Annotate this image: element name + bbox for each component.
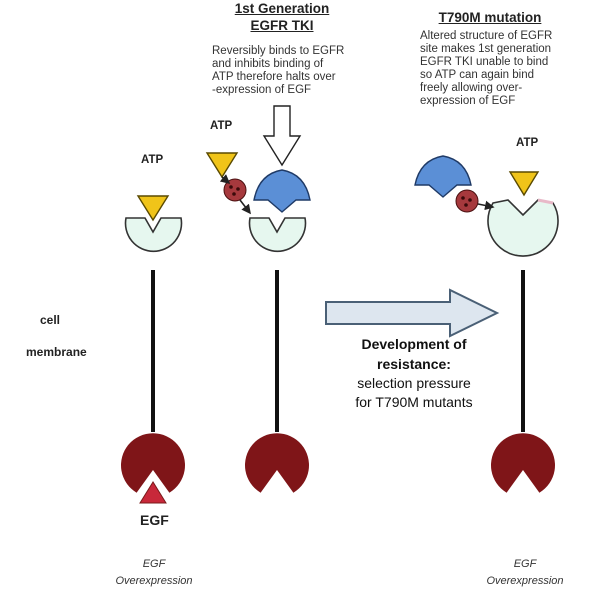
receptor-left (121, 217, 185, 504)
t790m-desc-line: site makes 1st generation (420, 43, 552, 55)
egf-ligand-label: EGF (140, 512, 169, 528)
receptor-middle-head (248, 217, 307, 252)
receptor-right-head (487, 199, 559, 257)
atp-triangle-left (136, 195, 170, 222)
first-gen-heading-line1: 1st Generation (234, 1, 330, 16)
atp-label-left: ATP (141, 154, 164, 166)
tki-hollow-down-arrow (262, 105, 302, 167)
overexpression-left: EGF Overexpression (108, 556, 200, 590)
arrow-molecule-to-mutant-receptor (477, 200, 495, 211)
overexpression-right: EGF Overexpression (479, 556, 571, 590)
arrow-atp-to-molecule (219, 174, 231, 185)
resistance-sub-line1: selection pressure (357, 375, 471, 391)
blocked-atp-molecule-middle (223, 178, 247, 202)
t790m-desc-line: freely allowing over- (420, 82, 523, 94)
overexpression-left-line2: Overexpression (115, 575, 193, 587)
overexpression-right-line2: Overexpression (486, 575, 564, 587)
resistance-caption: Development of resistance: selection pre… (324, 334, 504, 412)
receptor-left-base (121, 433, 185, 493)
tki-inhibitor-middle (253, 169, 311, 213)
t790m-heading: T790M mutation (438, 10, 542, 25)
mutation-site-marker (537, 198, 554, 205)
first-gen-desc-line: Reversibly binds to EGFR (212, 45, 345, 57)
receptor-middle (245, 217, 309, 493)
atp-triangle-right (508, 171, 540, 197)
first-gen-heading-line2: EGFR TKI (250, 18, 314, 33)
t790m-desc-line: Altered structure of EGFR (420, 30, 553, 42)
resistance-title-line1: Development of (361, 336, 467, 352)
first-gen-desc-line: -expression of EGF (212, 84, 312, 96)
t790m-desc-line: expression of EGF (420, 95, 516, 107)
receptor-middle-base (245, 433, 309, 493)
overexpression-left-line1: EGF (142, 558, 166, 570)
atp-label-middle: ATP (210, 120, 233, 132)
arrow-molecule-to-receptor (239, 199, 251, 215)
first-gen-description: Reversibly binds to EGFR and inhibits bi… (212, 45, 344, 97)
receptor-right (487, 198, 559, 493)
t790m-description: Altered structure of EGFR site makes 1st… (420, 30, 552, 108)
first-gen-desc-line: ATP therefore halts over (212, 71, 336, 83)
atp-triangle-middle (205, 152, 239, 179)
cell-label: cell (40, 313, 61, 327)
first-gen-desc-line: and inhibits binding of (212, 58, 324, 70)
egf-ligand-triangle (139, 481, 167, 504)
receptor-right-base (491, 433, 555, 493)
blocked-molecule-right (455, 189, 479, 213)
resistance-arrow (325, 288, 500, 338)
resistance-sub-line2: for T790M mutants (355, 394, 473, 410)
overexpression-right-line1: EGF (513, 558, 537, 570)
resistance-title-line2: resistance: (377, 356, 451, 372)
receptor-left-head (124, 217, 183, 252)
atp-label-right: ATP (516, 137, 539, 149)
tki-inhibitor-right-unbound (414, 155, 472, 198)
first-gen-tki-heading: 1st Generation EGFR TKI (222, 0, 342, 34)
membrane-label: membrane (26, 345, 87, 359)
t790m-desc-line: so ATP can again bind (420, 69, 535, 81)
t790m-desc-line: EGFR TKI unable to bind (420, 56, 549, 68)
